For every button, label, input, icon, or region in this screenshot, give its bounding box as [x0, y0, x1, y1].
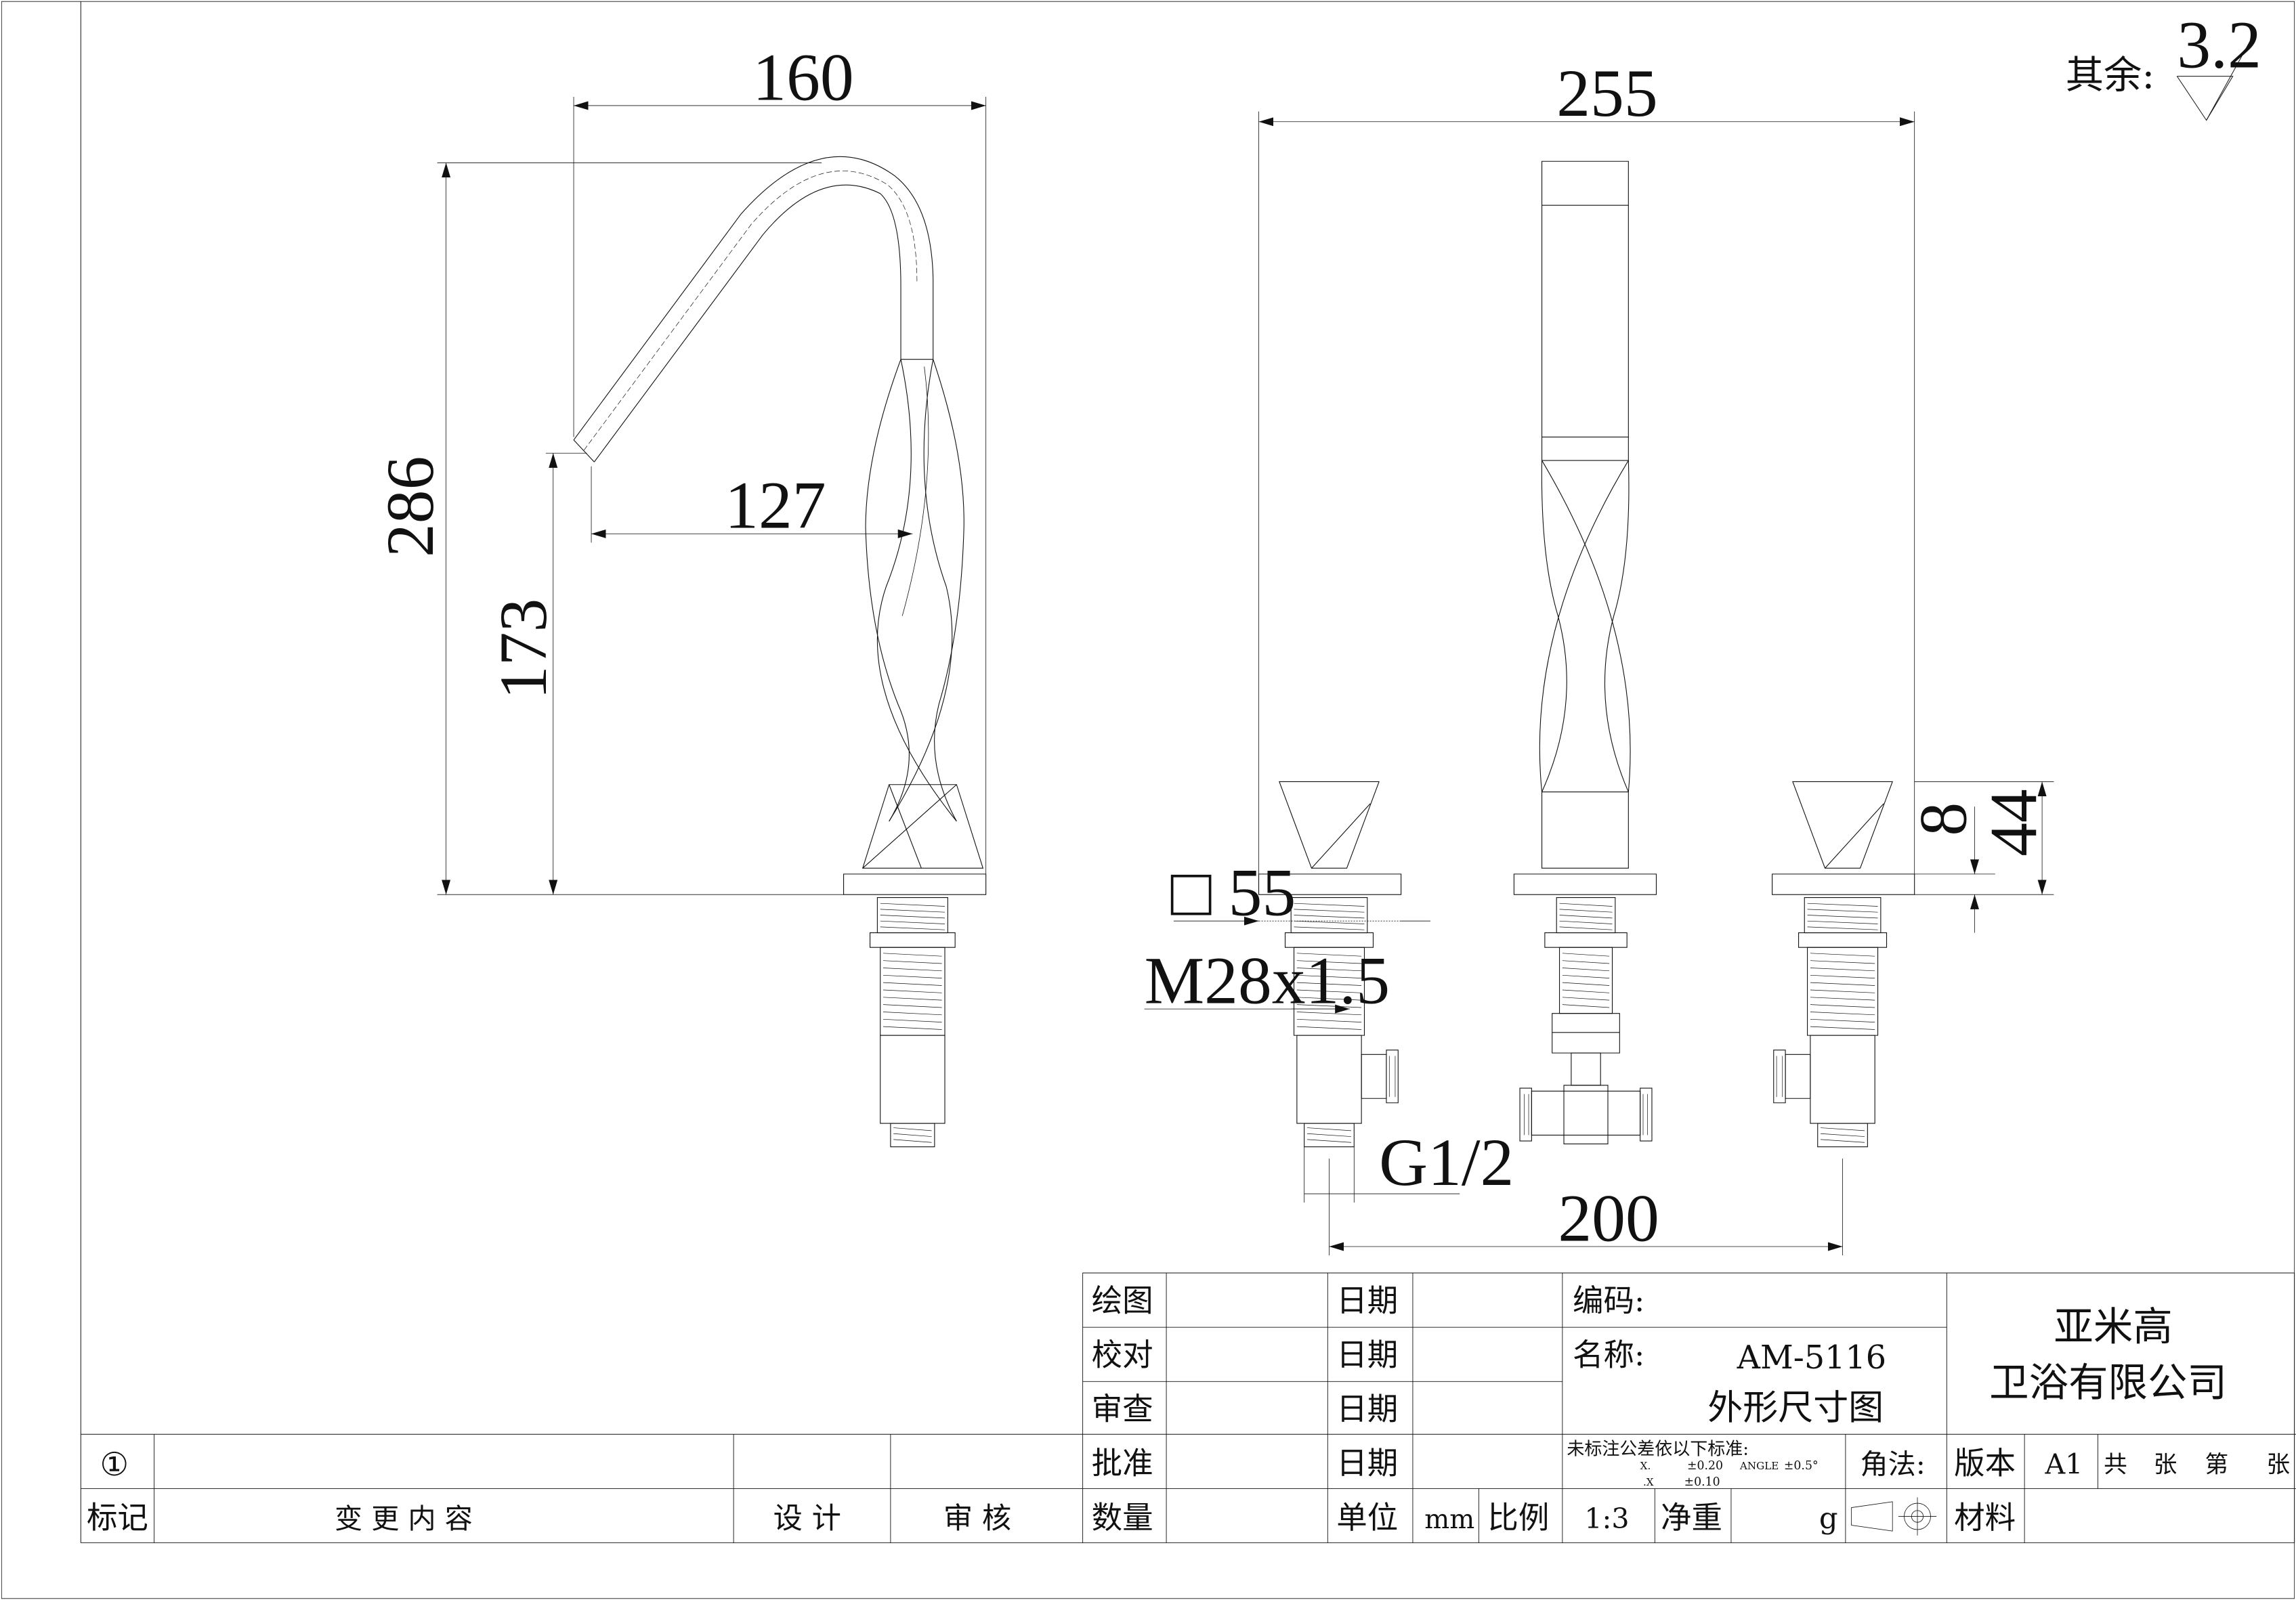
drawing-title: 外形尺寸图	[1707, 1388, 1884, 1429]
dim-inlet-thread: G1/2	[1379, 1125, 1514, 1200]
dim-handle-height: 44	[1976, 789, 2051, 857]
dim-handle-thickness: 8	[1905, 802, 1980, 836]
role-drawn: 绘图	[1092, 1282, 1153, 1318]
unit-label: 单位	[1336, 1500, 1398, 1536]
spout-shank-threads	[880, 903, 945, 1142]
weight-unit: g	[1819, 1502, 1838, 1536]
tol-xx-value: ±0.10	[1684, 1475, 1720, 1489]
dim-thread-spec: M28x1.5	[1145, 943, 1390, 1018]
front-dimension-lines	[1145, 112, 2054, 1255]
role-approved: 批准	[1092, 1446, 1153, 1482]
model-number: AM-5116	[1737, 1339, 1886, 1377]
left-handle-valve	[1259, 781, 1401, 1146]
role-reviewed: 审查	[1092, 1391, 1153, 1427]
spout-side-view	[574, 156, 986, 1146]
weight-label: 净重	[1661, 1500, 1722, 1536]
unit-value: mm	[1424, 1505, 1474, 1535]
left-valve-threads	[1294, 903, 1395, 1142]
tol-x-value: ±0.20	[1687, 1459, 1723, 1473]
date-label-reviewed: 日期	[1336, 1391, 1398, 1427]
dim-outlet-height: 173	[486, 599, 561, 699]
version-label: 版本	[1954, 1446, 2016, 1482]
dim-flange-square: □ 55	[1171, 855, 1296, 930]
dim-outlet-reach: 127	[725, 468, 826, 543]
rev-col-review: 审 核	[943, 1502, 1011, 1536]
code-label: 编码:	[1573, 1282, 1644, 1318]
rev-col-content: 变 更 内 容	[335, 1502, 473, 1535]
date-label-drawn: 日期	[1336, 1282, 1398, 1318]
role-checked: 校对	[1092, 1337, 1153, 1372]
hand-shower-assembly	[1514, 161, 1656, 1144]
sheet-no-label: 第	[2205, 1452, 2229, 1479]
title-block-grid	[81, 1273, 2296, 1543]
name-label: 名称:	[1573, 1337, 1644, 1372]
hand-shower-threads	[1525, 903, 1648, 1135]
projection-label: 角法:	[1861, 1448, 1926, 1481]
surface-roughness-note: 其余: 3.2	[2066, 7, 2261, 121]
tol-angle-value: ±0.5°	[1784, 1459, 1819, 1473]
scale-label: 比例	[1487, 1500, 1549, 1536]
rev-col-mark: 标记	[87, 1500, 148, 1536]
spout-dimension-lines	[438, 97, 986, 894]
version-value: A1	[2044, 1448, 2083, 1481]
roughness-prefix: 其余:	[2066, 53, 2155, 98]
date-label-checked: 日期	[1336, 1337, 1398, 1372]
quantity-label: 数量	[1092, 1500, 1153, 1536]
dim-spout-reach: 160	[752, 39, 853, 114]
right-valve-threads	[1777, 903, 1877, 1142]
third-angle-projection-icon	[1852, 1497, 1937, 1535]
sheets-total-label: 共	[2104, 1452, 2127, 1479]
company-name-line1: 亚米高	[2054, 1304, 2172, 1350]
tol-angle-label: ANGLE	[1739, 1460, 1779, 1472]
right-handle-valve	[1772, 781, 1915, 1146]
tol-xx-label: .X	[1643, 1476, 1654, 1488]
scale-value: 1:3	[1584, 1502, 1629, 1535]
tol-x-label: X.	[1640, 1460, 1651, 1472]
sheet-no-unit: 张	[2267, 1452, 2291, 1479]
roughness-value: 3.2	[2177, 7, 2261, 83]
dim-set-width: 255	[1556, 56, 1657, 131]
company-name-line2: 卫浴有限公司	[1989, 1360, 2227, 1406]
dim-handle-centres: 200	[1558, 1180, 1659, 1255]
date-label-approved: 日期	[1336, 1446, 1398, 1482]
sheets-total-unit: 张	[2154, 1452, 2177, 1479]
rev-col-design: 设 计	[773, 1502, 841, 1536]
tolerance-title: 未标注公差依以下标准:	[1567, 1440, 1749, 1460]
roughness-symbol-icon	[2177, 35, 2253, 121]
dim-spout-height: 286	[373, 456, 448, 557]
revision-marker: ①	[100, 1446, 129, 1484]
material-label: 材料	[1954, 1500, 2016, 1536]
